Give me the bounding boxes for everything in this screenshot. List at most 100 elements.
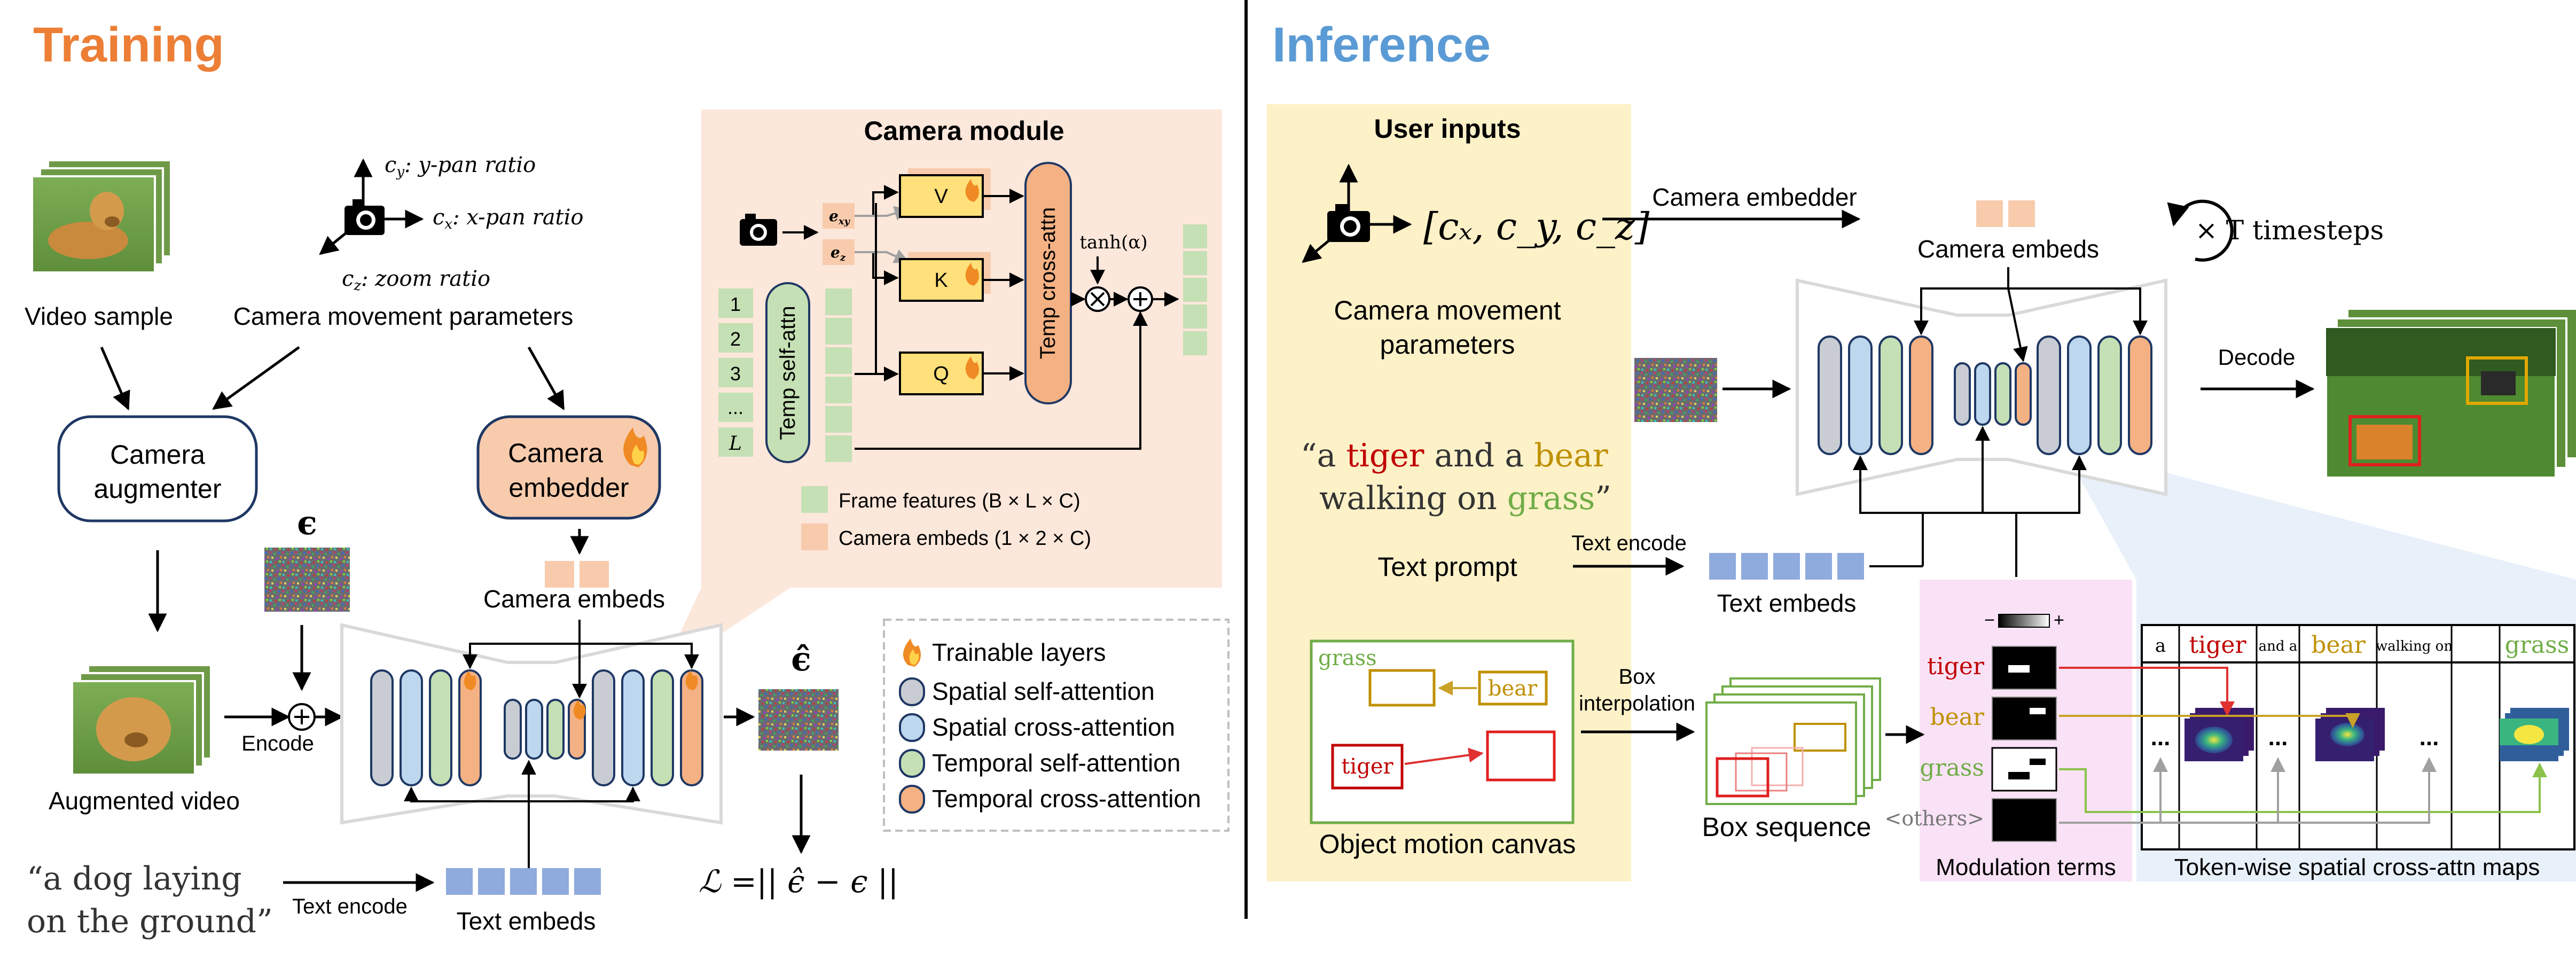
legend-temporal-cross: Temporal cross-attention (932, 785, 1201, 813)
augmenter-line2: augmenter (93, 474, 221, 504)
legend-spatial-cross: Spatial cross-attention (932, 713, 1175, 741)
canvas-grass-label: grass (1318, 646, 1377, 670)
mod-grass-label: grass (1920, 754, 1984, 782)
cam-params-line2: parameters (1380, 330, 1515, 360)
video-sample-label: Video sample (25, 302, 173, 330)
noise-image-training (264, 548, 350, 612)
camera-embedder-label: Camera embedder (1652, 183, 1857, 211)
canvas-bear-label: bear (1488, 676, 1538, 701)
embedder-line1: Camera (508, 438, 603, 468)
dots-3: ... (2420, 724, 2439, 751)
mod-map-others (1992, 798, 2057, 842)
encode-label: Encode (241, 732, 314, 755)
mid-frame-features (825, 288, 852, 462)
mod-colorbar (1998, 614, 2050, 628)
connector-camembeds-unet (463, 620, 581, 669)
camera-embed-square (545, 561, 574, 588)
tanh-label: tanh(α) (1079, 232, 1147, 253)
heatmap-bear (2315, 708, 2385, 761)
input-frame-labels (718, 288, 753, 457)
dots-2: ... (2268, 724, 2288, 751)
token-a: a (2155, 635, 2166, 657)
ez-label: ez (831, 244, 846, 263)
cam-vector: [cₓ, c_y, c_z] (1423, 205, 1650, 248)
canvas-tiger-start (1331, 744, 1404, 790)
eps-hat-symbol: ϵ̂ (791, 639, 811, 678)
augmenter-line1: Camera (110, 440, 205, 470)
mod-map-bear (1992, 697, 2057, 740)
legend-spatial-self: Spatial self-attention (932, 677, 1155, 705)
box-sequence-label: Box sequence (1702, 812, 1872, 842)
camera-axes-icon (319, 158, 424, 255)
camera-axes-icon-inference (1302, 163, 1412, 263)
inference-title: Inference (1272, 18, 1491, 72)
training-title: Training (33, 18, 224, 72)
module-legend-camera: Camera embeds (1 × 2 × C) (839, 527, 1091, 550)
token-grass: grass (2505, 631, 2570, 659)
camera-params-label: Camera movement parameters (233, 302, 574, 330)
text-embeds-squares-inf (1709, 553, 1864, 580)
mod-plus: + (2054, 610, 2064, 630)
temp-cross-attn-block (1024, 162, 1072, 404)
unet-blocks-training (370, 669, 703, 786)
camera-icon-small (740, 214, 777, 246)
frame-3: 3 (730, 363, 741, 385)
text-embeds-squares (446, 868, 601, 895)
token-walking-on: walking on (2376, 638, 2453, 654)
camera-embeds-label: Camera embeds (483, 585, 665, 613)
camera-embed-square (2008, 200, 2035, 227)
video-sample-image (31, 159, 172, 274)
text-prompt-label: Text prompt (1377, 552, 1517, 582)
flame-icon (464, 670, 698, 720)
embedder-line2: embedder (508, 473, 629, 503)
k-label: K (934, 269, 948, 292)
frame-2: 2 (730, 328, 741, 350)
output-video-image (2325, 308, 2576, 479)
arrow-params-augmenter (212, 346, 300, 410)
canvas-tiger-label: tiger (1341, 754, 1393, 779)
camera-embed-square (580, 561, 609, 588)
cx-label: cx: x-pan ratio (433, 205, 584, 232)
box-interp-line2: interpolation (1579, 692, 1695, 715)
frame-1: 1 (730, 293, 741, 315)
crossattn-title: Token-wise spatial cross-attn maps (2174, 854, 2540, 880)
temp-self-label: Temp self-attn (776, 306, 800, 440)
token-and-a: and a (2259, 638, 2298, 654)
dog-prompt-line1: “a dog laying (27, 860, 242, 897)
token-tiger: tiger (2189, 631, 2247, 659)
module-legend-frame: Frame features (B × L × C) (839, 490, 1080, 512)
frame-dots: ... (727, 396, 743, 418)
cam-params-line1: Camera movement (1334, 295, 1561, 325)
q-label: Q (933, 363, 949, 385)
loop-arrow-icon (2167, 199, 2234, 262)
epsilon-symbol: ϵ (297, 503, 317, 542)
ez-box (823, 239, 855, 265)
canvas-bear-end (1478, 670, 1548, 706)
modulation-terms-label: Modulation terms (1936, 854, 2116, 880)
arrow-video-augmenter (100, 347, 130, 411)
arrow-params-embedder (527, 346, 565, 411)
text-embeds-label-inf: Text embeds (1717, 589, 1857, 617)
mod-bear-label: bear (1930, 704, 1985, 731)
cz-label: cz: zoom ratio (342, 267, 490, 294)
text-embeds-label: Text embeds (457, 907, 596, 935)
legend-box (883, 619, 1230, 832)
box-interp-line1: Box (1619, 665, 1656, 689)
link-grass (2059, 762, 2547, 813)
augmented-video-label: Augmented video (49, 787, 240, 815)
cy-label: cy: y-pan ratio (385, 153, 536, 180)
connector-textembeds-unet (404, 786, 530, 871)
output-frame-features (1183, 224, 1207, 355)
frame-L: L (729, 433, 742, 455)
camera-embed-square (1976, 200, 2003, 227)
flame-icon (965, 179, 979, 379)
exy-box (823, 203, 855, 229)
exy-label: exy (829, 207, 851, 227)
canvas-bear-start (1368, 669, 1436, 707)
noise-image-predicted (758, 689, 839, 751)
temp-self-attn-block (765, 282, 810, 463)
augmented-video-image (71, 664, 212, 776)
inference-prompt-line1: “a tiger and a bear (1301, 437, 1608, 474)
legend-temporal-self: Temporal self-attention (932, 749, 1180, 777)
inference-prompt-line2: walking on grass” (1319, 480, 1611, 517)
